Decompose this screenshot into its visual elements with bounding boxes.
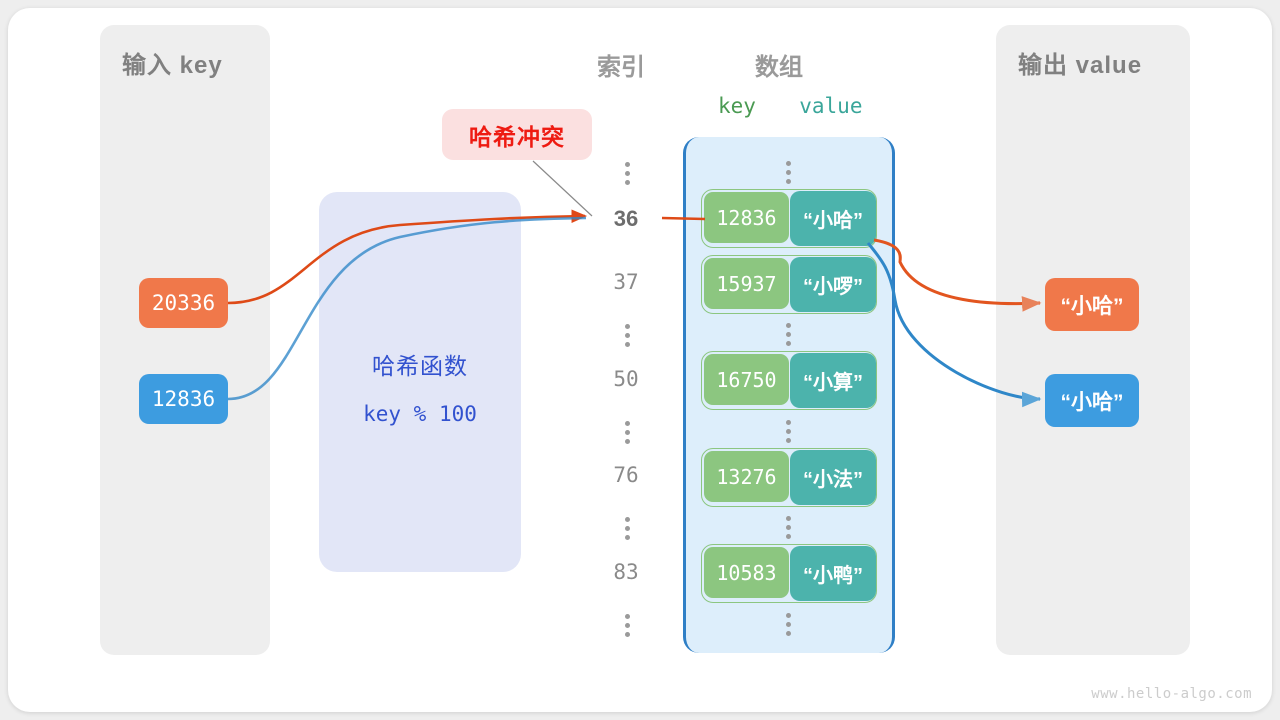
watermark: www.hello-algo.com bbox=[1091, 686, 1252, 702]
index-dots-2 bbox=[617, 417, 637, 448]
index-label-37: 37 bbox=[613, 270, 639, 294]
array-dots-0 bbox=[778, 157, 798, 188]
input-key-panel bbox=[100, 25, 270, 655]
array-column-header: 数组 bbox=[755, 54, 803, 81]
output-value-box-1: “小哈” bbox=[1045, 278, 1139, 331]
value-column-label: value bbox=[799, 94, 863, 118]
array-entry-37: 15937 “小啰” bbox=[701, 255, 877, 314]
array-entry-key-76: 13276 bbox=[704, 451, 789, 502]
array-dots-3 bbox=[778, 512, 798, 543]
input-key-box-1: 20336 bbox=[139, 278, 228, 328]
index-label-76: 76 bbox=[613, 463, 639, 487]
array-dots-1 bbox=[778, 319, 798, 350]
input-key-box-2: 12836 bbox=[139, 374, 228, 424]
index-dots-1 bbox=[617, 320, 637, 351]
hash-function-name: 哈希函数 bbox=[372, 353, 468, 379]
array-entry-36: 12836 “小哈” bbox=[701, 189, 877, 248]
array-entry-value-83: “小鸭” bbox=[790, 546, 876, 601]
index-label-36: 36 bbox=[613, 206, 639, 231]
array-entry-76: 13276 “小法” bbox=[701, 448, 877, 507]
index-dots-3 bbox=[617, 513, 637, 544]
index-label-50: 50 bbox=[613, 367, 639, 391]
key-column-label: key bbox=[718, 94, 756, 118]
hash-function-box: 哈希函数 key % 100 bbox=[319, 192, 521, 572]
array-entry-value-37: “小啰” bbox=[790, 257, 876, 312]
array-entry-key-36: 12836 bbox=[704, 192, 789, 243]
index-column-header: 索引 bbox=[597, 54, 645, 81]
array-entry-value-36: “小哈” bbox=[790, 191, 876, 246]
array-entry-50: 16750 “小算” bbox=[701, 351, 877, 410]
index-dots-4 bbox=[617, 610, 637, 641]
hash-collision-badge: 哈希冲突 bbox=[442, 109, 592, 160]
input-key-panel-title: 输入 key bbox=[122, 52, 223, 79]
array-entry-value-76: “小法” bbox=[790, 450, 876, 505]
array-entry-83: 10583 “小鸭” bbox=[701, 544, 877, 603]
array-dots-4 bbox=[778, 609, 798, 640]
array-entry-key-50: 16750 bbox=[704, 354, 789, 405]
array-entry-value-50: “小算” bbox=[790, 353, 876, 408]
output-value-panel-title: 输出 value bbox=[1018, 52, 1143, 79]
output-value-panel bbox=[996, 25, 1190, 655]
key-value-column-header: key value bbox=[718, 94, 862, 118]
array-entry-key-83: 10583 bbox=[704, 547, 789, 598]
output-value-box-2: “小哈” bbox=[1045, 374, 1139, 427]
array-entry-key-37: 15937 bbox=[704, 258, 789, 309]
index-dots-0 bbox=[617, 158, 637, 189]
hash-function-formula: key % 100 bbox=[363, 402, 477, 426]
index-label-83: 83 bbox=[613, 560, 639, 584]
array-dots-2 bbox=[778, 416, 798, 447]
